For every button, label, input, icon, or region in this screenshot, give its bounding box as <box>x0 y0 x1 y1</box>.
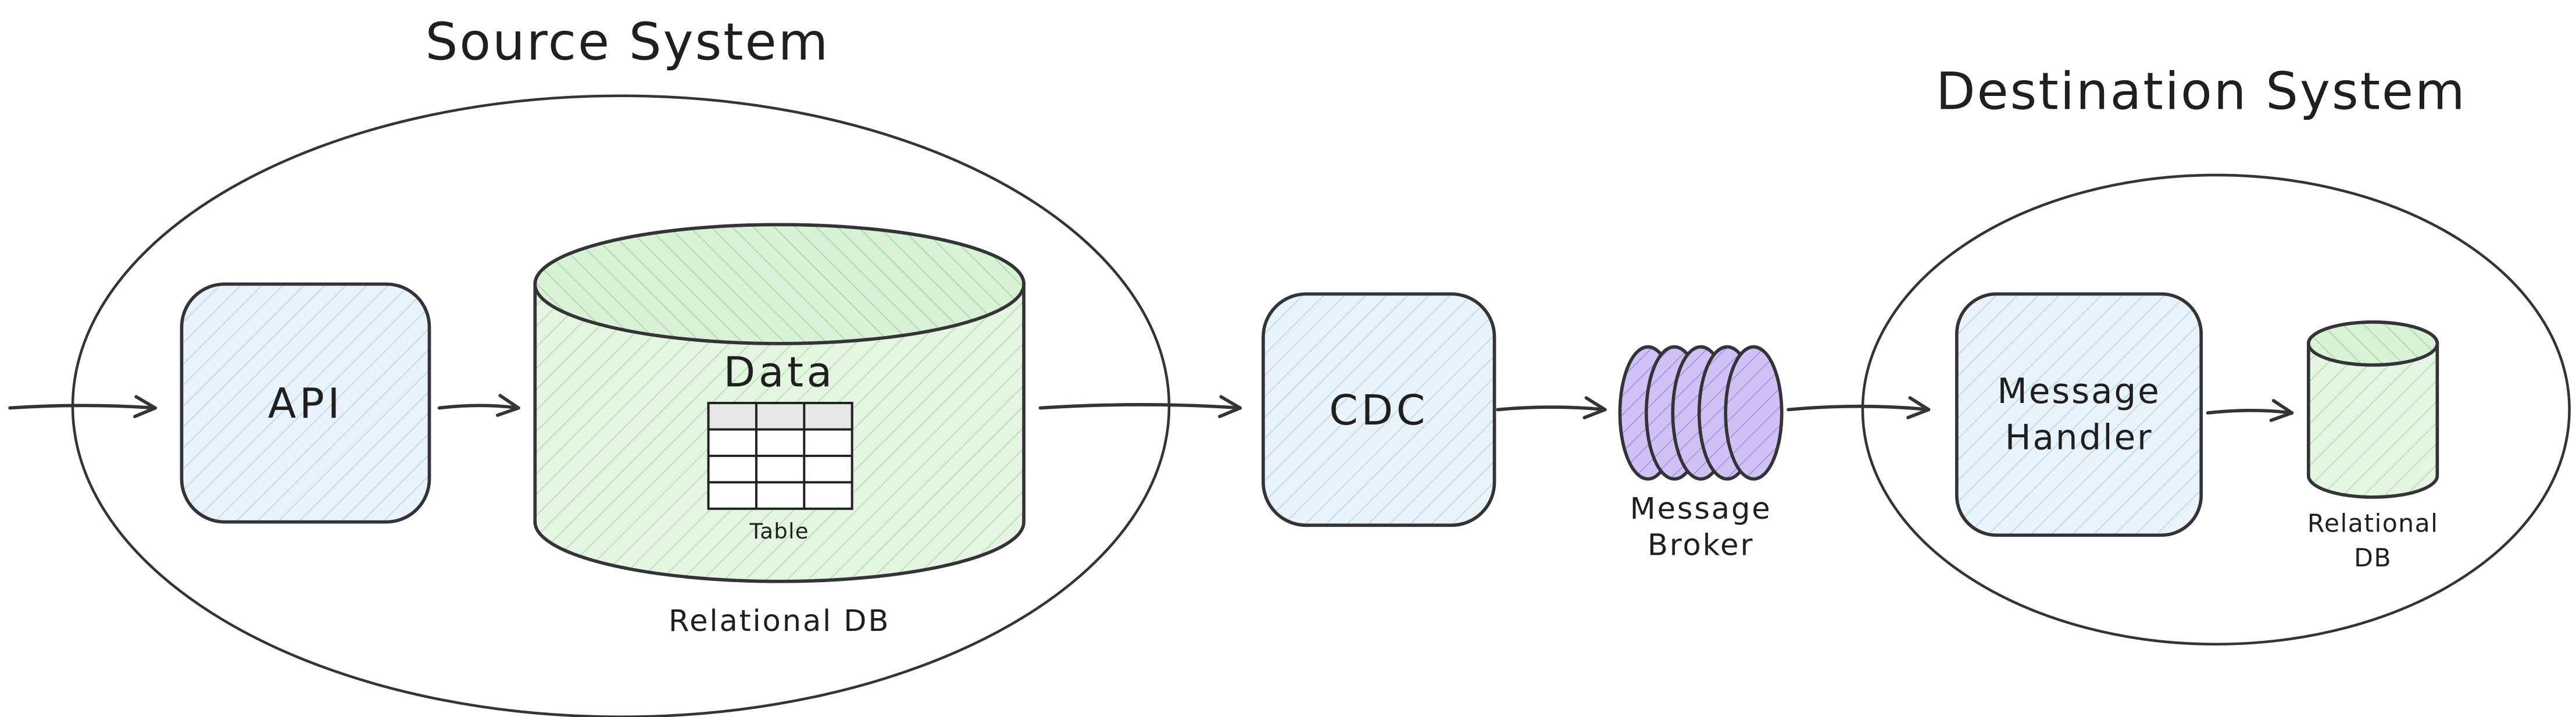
destination-system-boundary <box>1861 173 2571 646</box>
source-db-cylinder-top <box>533 223 1026 345</box>
arrow-handler-to-db <box>2206 399 2294 422</box>
source-db-data-label: Data <box>724 348 835 397</box>
source-db-table-caption: Table <box>749 519 809 544</box>
broker-label-line1: Message <box>1630 492 1772 526</box>
message-handler-node: Message Handler <box>1955 292 2203 537</box>
broker-label-line2: Broker <box>1648 528 1755 562</box>
destination-database-node: Relational DB <box>2307 320 2439 573</box>
arrow-inflow <box>8 395 157 419</box>
source-system-title: Source System <box>426 12 830 72</box>
cdc-box <box>1262 292 1496 527</box>
api-label: API <box>268 380 343 428</box>
source-db-caption: Relational DB <box>669 604 890 638</box>
handler-label-line1: Message <box>1997 372 2160 412</box>
source-system-group: Source System API Data Table Relational … <box>72 12 1170 717</box>
broker-disk-5 <box>1724 345 1784 481</box>
arrow-broker-to-destination <box>1787 396 1931 419</box>
destination-system-group: Destination System Message Handler Relat… <box>1861 61 2571 646</box>
api-box <box>180 282 431 524</box>
message-broker-node: Message Broker <box>1618 345 1784 562</box>
cdc-label: CDC <box>1329 386 1428 434</box>
arrow-cdc-to-broker <box>1496 396 1607 420</box>
destination-db-cylinder-top <box>2307 320 2439 367</box>
destination-db-label-line2: DB <box>2354 544 2392 573</box>
destination-db-label-line1: Relational <box>2307 509 2439 538</box>
message-handler-box <box>1955 292 2203 537</box>
handler-label-line2: Handler <box>2005 418 2153 458</box>
arrow-source-to-cdc <box>1038 395 1242 419</box>
api-node: API <box>180 282 431 524</box>
destination-system-title: Destination System <box>1936 61 2467 121</box>
arrow-api-to-db <box>437 394 520 417</box>
table-icon <box>707 402 853 510</box>
cdc-node: CDC <box>1262 292 1496 527</box>
source-database-node: Data Table Relational DB <box>533 223 1026 638</box>
